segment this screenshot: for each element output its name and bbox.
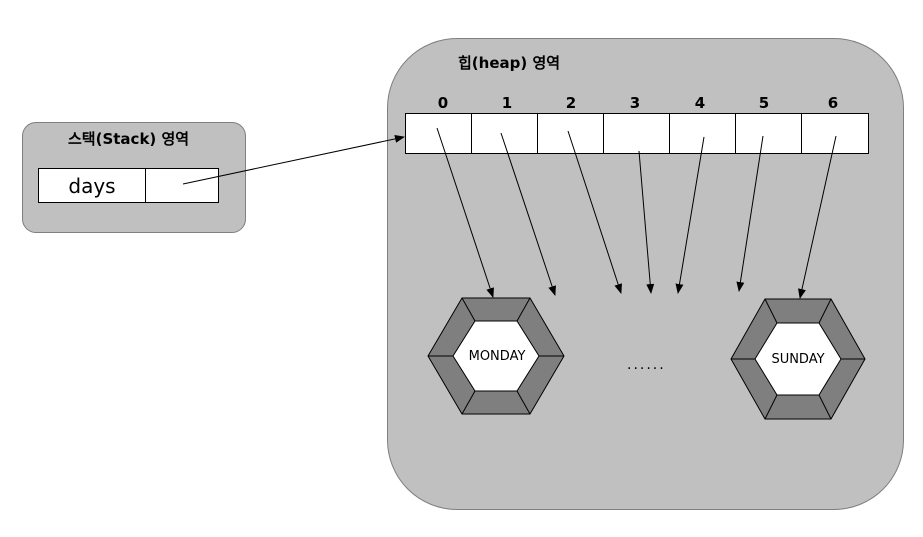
reference-arrow [182,134,405,185]
array-index-2: 2 [565,94,577,112]
days-variable-cell: days [38,168,146,203]
array-index-0: 0 [437,94,449,112]
array-cell-3 [603,113,670,154]
array-index-5: 5 [758,94,770,112]
element-arrow-2 [567,130,623,294]
element-arrow-5 [736,135,764,292]
stack-title: 스택(Stack) 영역 [68,130,190,148]
array-cell-1 [471,113,538,154]
array-cell-6 [801,113,869,154]
array-cell-5 [735,113,802,154]
element-arrow-0 [436,127,494,298]
array-index-3: 3 [629,94,641,112]
ellipsis: ...... [627,357,666,373]
element-arrow-1 [500,132,556,296]
array-index-6: 6 [827,94,839,112]
array-index-4: 4 [694,94,706,112]
sunday-label: SUNDAY [771,352,825,367]
element-arrow-6 [798,135,837,299]
array-index-1: 1 [501,94,513,112]
array-cell-2 [537,113,604,154]
monday-label: MONDAY [468,349,526,364]
sunday-object [730,298,866,420]
days-reference-cell [145,168,219,203]
element-arrow-3 [638,150,655,294]
element-arrow-4 [675,136,705,294]
heap-title: 힙(heap) 영역 [458,54,561,72]
monday-object [427,297,565,415]
